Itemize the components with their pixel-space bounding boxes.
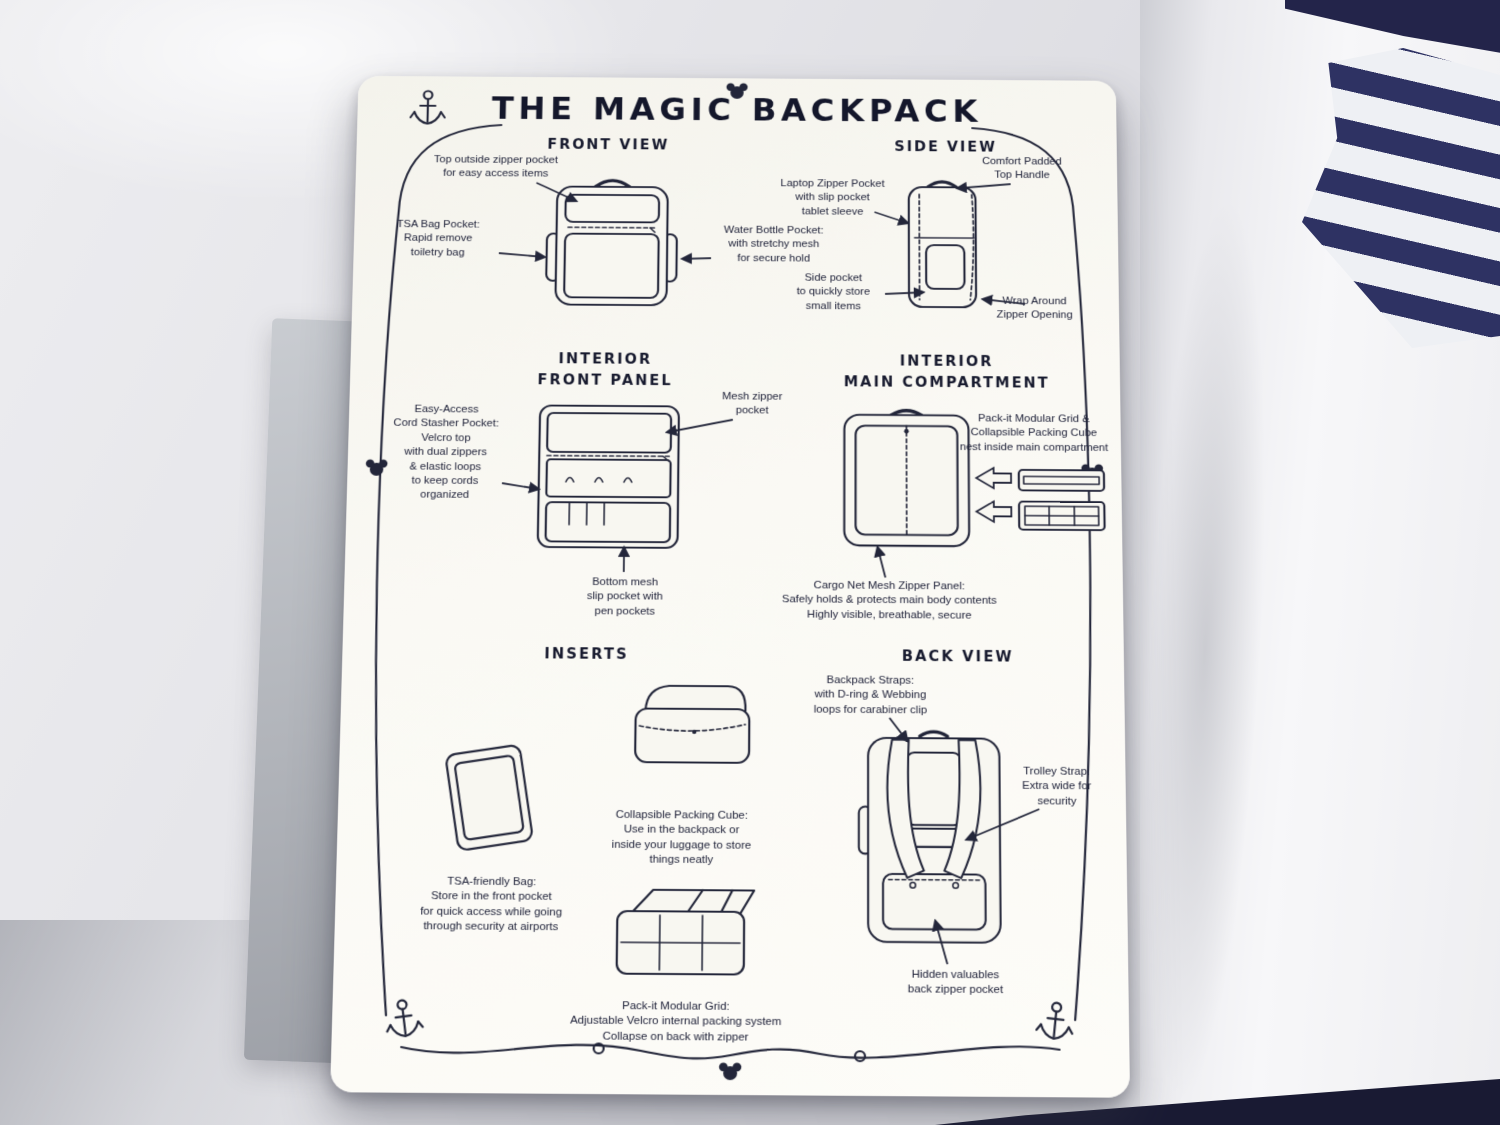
heading-interior-front-panel: INTERIOR FRONT PANEL bbox=[537, 350, 673, 390]
heading-inserts: INSERTS bbox=[544, 645, 629, 663]
label-water-bottle-pocket: Water Bottle Pocket: with stretchy mesh … bbox=[723, 224, 824, 265]
mickey-icon bbox=[718, 1062, 742, 1081]
anchor-icon bbox=[1036, 1001, 1075, 1041]
label-cargo-net-panel: Cargo Net Mesh Zipper Panel: Safely hold… bbox=[781, 579, 997, 622]
interior-main-compartment-illustration bbox=[831, 404, 983, 554]
anchor-icon bbox=[384, 998, 424, 1038]
right-edge-line bbox=[1066, 217, 1096, 1020]
tsa-bag-illustration bbox=[430, 734, 546, 860]
label-hidden-valuables-pocket: Hidden valuables back zipper pocket bbox=[907, 968, 1004, 997]
modular-grid-mini-illustration bbox=[1017, 468, 1106, 493]
label-tsa-friendly-bag: TSA-friendly Bag: Store in the front poc… bbox=[420, 875, 563, 934]
label-collapsible-packing-cube: Collapsible Packing Cube: Use in the bac… bbox=[611, 809, 752, 867]
label-side-pocket: Side pocket to quickly store small items bbox=[796, 272, 871, 312]
label-backpack-straps: Backpack Straps: with D-ring & Webbing l… bbox=[813, 674, 928, 717]
packing-cube-mini-illustration bbox=[1017, 500, 1107, 532]
label-wrap-around-zipper: Wrap Around Zipper Opening bbox=[996, 295, 1073, 322]
label-packit-modular-grid: Pack-it Modular Grid: Adjustable Velcro … bbox=[569, 1000, 782, 1044]
interior-front-panel-illustration bbox=[530, 402, 687, 552]
packing-cube-illustration bbox=[617, 678, 765, 770]
front-view-backpack-illustration bbox=[544, 170, 680, 316]
page-title: THE MAGIC BACKPACK bbox=[491, 90, 983, 130]
swirl-loop bbox=[855, 1051, 865, 1061]
infographic-card: THE MAGIC BACKPACK FRONT VIEW SIDE VIEW … bbox=[330, 76, 1130, 1098]
label-top-outside-pocket: Top outside zipper pocket for easy acces… bbox=[433, 154, 559, 180]
label-trolley-strap: Trolley Strap: Extra wide for security bbox=[1022, 765, 1092, 808]
label-packit-nest: Pack-it Modular Grid & Collapsible Packi… bbox=[959, 413, 1109, 454]
label-mesh-zipper-pocket: Mesh zipper pocket bbox=[722, 390, 783, 417]
label-tsa-bag-pocket: TSA Bag Pocket: Rapid remove toiletry ba… bbox=[396, 218, 480, 259]
label-laptop-zipper-pocket: Laptop Zipper Pocket with slip pocket ta… bbox=[780, 178, 885, 218]
heading-back-view: BACK VIEW bbox=[901, 647, 1014, 666]
side-view-backpack-illustration bbox=[889, 172, 997, 318]
heading-front-view: FRONT VIEW bbox=[547, 136, 670, 154]
heading-interior-main-compartment: INTERIOR MAIN COMPARTMENT bbox=[843, 352, 1050, 392]
arrow-tsa-pocket bbox=[499, 253, 545, 257]
label-cord-stasher-pocket: Easy-Access Cord Stasher Pocket: Velcro … bbox=[393, 403, 500, 502]
swirl-loop bbox=[594, 1043, 604, 1053]
card-wrap: THE MAGIC BACKPACK FRONT VIEW SIDE VIEW … bbox=[330, 15, 1130, 1095]
label-bottom-mesh-pocket: Bottom mesh slip pocket with pen pockets bbox=[586, 576, 663, 618]
back-view-backpack-illustration bbox=[855, 714, 1014, 962]
label-comfort-top-handle: Comfort Padded Top Handle bbox=[981, 156, 1062, 182]
modular-grid-illustration bbox=[605, 880, 765, 984]
